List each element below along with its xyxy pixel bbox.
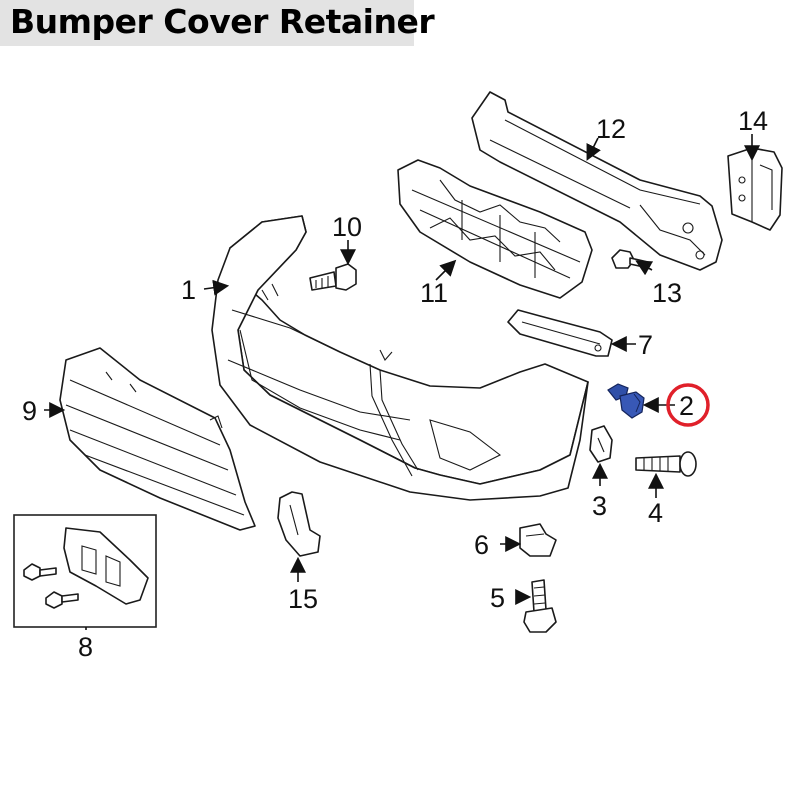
clip-3	[589, 425, 613, 463]
callout-4: 4	[648, 498, 663, 528]
callout-1: 1	[181, 275, 196, 305]
callout-12: 12	[596, 114, 626, 144]
callout-15: 15	[288, 584, 318, 614]
bolt-10	[309, 263, 357, 291]
callout-5: 5	[490, 583, 505, 613]
title-banner: Bumper Cover Retainer	[0, 0, 435, 46]
callout-6: 6	[474, 530, 489, 560]
leader-lines	[44, 134, 760, 630]
bumper-cover	[211, 215, 589, 501]
page-title: Bumper Cover Retainer	[10, 2, 435, 41]
energy-absorber	[397, 159, 593, 299]
callout-8: 8	[78, 632, 93, 662]
callout-11: 11	[420, 278, 448, 308]
bracket-15	[277, 491, 321, 557]
callout-9: 9	[22, 396, 37, 426]
callout-14: 14	[738, 106, 768, 136]
side-bracket	[727, 147, 783, 231]
callout-labels: 1 2 3 4 5 6 7 8 9 10 11 12 13 14 15	[22, 106, 768, 662]
grille	[59, 347, 256, 531]
retainer-clip-highlighted	[607, 383, 645, 419]
retainer-strip	[507, 309, 613, 357]
callout-3: 3	[592, 491, 607, 521]
callout-10: 10	[332, 212, 362, 242]
bolt-4	[635, 451, 697, 477]
nut-6	[519, 523, 557, 557]
license-bracket-inset	[13, 514, 157, 628]
highlight-circle	[666, 383, 710, 427]
bolt-5	[523, 579, 557, 633]
callout-2: 2	[679, 391, 694, 421]
bumper-reinforcement-beam	[471, 91, 723, 271]
callout-7: 7	[638, 330, 653, 360]
callout-13: 13	[652, 278, 682, 308]
